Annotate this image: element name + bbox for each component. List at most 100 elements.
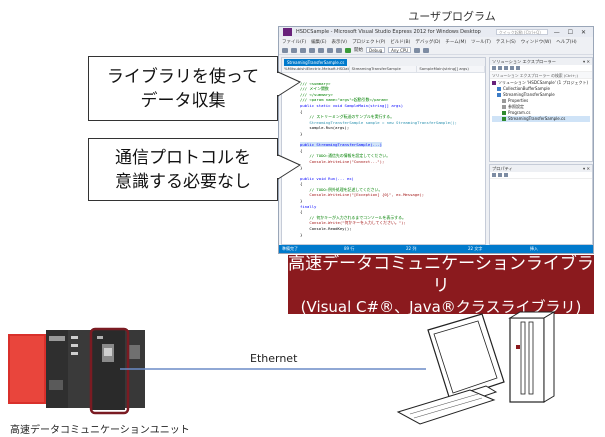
keyboard-keys bbox=[409, 393, 479, 415]
show-all-icon[interactable] bbox=[510, 66, 514, 70]
quick-launch-input[interactable]: クイック起動 (Ctrl+Q) bbox=[495, 29, 548, 35]
code-line: { bbox=[300, 108, 303, 114]
menu-build[interactable]: ビルド(B) bbox=[390, 39, 411, 45]
code-view[interactable]: /// <summary> /// メイン関数 /// </summary> /… bbox=[282, 73, 485, 237]
solution-search-input[interactable]: ソリューション エクスプローラー の検索 (Ctrl+;) bbox=[490, 72, 592, 79]
wrench-icon bbox=[502, 99, 506, 103]
tree-item[interactable]: StreamingTransferSample.cs bbox=[492, 116, 590, 122]
nav-member[interactable]: SampleMain(string[] args) bbox=[417, 66, 486, 72]
code-line: StreamingTransferSample sample = new Str… bbox=[300, 119, 457, 125]
start-button[interactable]: 開始 bbox=[354, 48, 363, 53]
pin-icon[interactable]: ▾ ✕ bbox=[583, 166, 590, 171]
menu-debug[interactable]: デバッグ(D) bbox=[415, 39, 441, 45]
editor-tab[interactable]: StreamingTransferSample.cs bbox=[284, 59, 348, 66]
code-line: finally bbox=[300, 203, 317, 209]
callout-pointer bbox=[277, 71, 302, 97]
back-icon[interactable] bbox=[282, 47, 288, 53]
code-line: { bbox=[300, 209, 303, 215]
callout-collect-data: ライブラリを使って データ収集 bbox=[88, 56, 278, 121]
wrench-icon[interactable] bbox=[504, 173, 508, 177]
tree-item[interactable]: StreamingTransferSample bbox=[492, 92, 590, 98]
tree-item-label: Program.cs bbox=[508, 110, 531, 115]
undo-icon[interactable] bbox=[327, 47, 333, 53]
solution-explorer-title: ソリューション エクスプローラー bbox=[492, 59, 556, 64]
alphabetical-icon[interactable] bbox=[498, 173, 502, 177]
save-icon[interactable] bbox=[309, 47, 315, 53]
platform-select[interactable]: Any CPU bbox=[388, 47, 412, 53]
tree-item-label: StreamingTransferSample bbox=[503, 92, 555, 97]
start-debug-icon[interactable] bbox=[345, 47, 351, 53]
ethernet-label: Ethernet bbox=[250, 352, 298, 365]
properties-icon[interactable] bbox=[516, 66, 520, 70]
menu-view[interactable]: 表示(V) bbox=[331, 39, 348, 45]
callout-line: ライブラリを使って bbox=[106, 66, 260, 87]
code-line: } bbox=[300, 164, 303, 170]
code-line: // TODO:例外処理を記述してください。 bbox=[300, 186, 383, 192]
callout-line: 通信プロトコルを bbox=[115, 147, 251, 168]
pin-icon[interactable]: ▾ ✕ bbox=[583, 59, 590, 64]
library-banner-title: 高速データコミュニケーションライブラリ bbox=[288, 253, 594, 296]
ethernet-port-socket bbox=[104, 348, 112, 356]
csharp-project-icon bbox=[497, 87, 501, 91]
personal-computer-icon bbox=[396, 311, 556, 425]
menu-tools[interactable]: ツール(T) bbox=[471, 39, 491, 45]
solution-explorer-pane: ソリューション エクスプローラー ▾ ✕ ソリューション エクスプローラー の検… bbox=[489, 57, 593, 162]
tree-item[interactable]: Properties bbox=[492, 98, 590, 104]
new-file-icon[interactable] bbox=[300, 47, 306, 53]
callout-line: 意識する必要なし bbox=[115, 171, 251, 192]
menu-project[interactable]: プロジェクト(P) bbox=[352, 39, 386, 45]
pc-drive-bay bbox=[520, 321, 526, 395]
callout-pointer bbox=[277, 154, 302, 180]
nav-namespace[interactable]: %MitsubishiElectric.Melsoft.HSDataComm bbox=[284, 66, 350, 72]
solution-explorer-toolbar bbox=[490, 65, 592, 72]
pc-tower bbox=[509, 317, 545, 403]
code-line: Console.WriteLine("Connect..."); bbox=[300, 158, 385, 164]
solution-tree: ソリューション 'HSDCSample' (1 プロジェクト) Collecti… bbox=[490, 79, 592, 123]
callout-line: データ収集 bbox=[140, 90, 226, 111]
tree-item[interactable]: ソリューション 'HSDCSample' (1 プロジェクト) bbox=[492, 80, 590, 86]
toolbar-misc-icon-2[interactable] bbox=[423, 47, 430, 53]
ide-title-bar: HSDCSample - Microsoft Visual Studio Exp… bbox=[279, 27, 593, 37]
window-controls[interactable]: — ☐ ✕ bbox=[553, 28, 589, 36]
nav-class[interactable]: StreamingTransferSample bbox=[350, 66, 418, 72]
tree-item-label: StreamingTransferSample.cs bbox=[508, 116, 566, 121]
save-all-icon[interactable] bbox=[318, 47, 324, 53]
config-select[interactable]: Debug bbox=[366, 47, 386, 53]
code-line: public StreamingTransferSample(...) bbox=[300, 142, 382, 148]
ide-toolbar: 開始 Debug Any CPU bbox=[279, 46, 593, 55]
tree-item[interactable]: 参照設定 bbox=[492, 104, 590, 110]
menu-team[interactable]: チーム(M) bbox=[445, 39, 467, 45]
ide-window-title: HSDCSample - Microsoft Visual Studio Exp… bbox=[296, 29, 481, 35]
plc-io-leds bbox=[71, 344, 78, 347]
references-icon bbox=[502, 105, 506, 109]
code-line: } bbox=[300, 198, 303, 204]
toolbar-misc-icon[interactable] bbox=[414, 47, 421, 53]
refresh-icon[interactable] bbox=[498, 66, 502, 70]
menu-edit[interactable]: 編集(E) bbox=[311, 39, 327, 45]
status-insert: 挿入 bbox=[530, 246, 538, 251]
code-line: Console.WriteLine("[Exception] {0}", ex.… bbox=[300, 192, 425, 198]
menu-help[interactable]: ヘルプ(H) bbox=[556, 39, 577, 45]
tree-item[interactable]: CollectionBufferSample bbox=[492, 86, 590, 92]
ide-window: HSDCSample - Microsoft Visual Studio Exp… bbox=[278, 26, 594, 254]
tree-item[interactable]: Program.cs bbox=[492, 110, 590, 116]
plc-io-leds bbox=[71, 336, 78, 339]
home-icon[interactable] bbox=[492, 66, 496, 70]
code-line: // ストリーミング転送のサンプルを実行する。 bbox=[300, 114, 395, 120]
editor-navigation-bar: %MitsubishiElectric.Melsoft.HSDataComm S… bbox=[282, 66, 486, 73]
redo-icon[interactable] bbox=[336, 47, 342, 53]
collapse-icon[interactable] bbox=[504, 66, 508, 70]
plc-io-leds bbox=[71, 352, 78, 355]
menu-test[interactable]: テスト(S) bbox=[495, 39, 516, 45]
plc-power-face bbox=[10, 336, 44, 402]
properties-title: プロパティ bbox=[492, 166, 513, 171]
menu-file[interactable]: ファイル(F) bbox=[282, 39, 307, 45]
menu-window[interactable]: ウィンドウ(W) bbox=[520, 39, 552, 45]
code-line: /// </summary> bbox=[300, 91, 333, 97]
forward-icon[interactable] bbox=[291, 47, 297, 53]
tree-item-label: CollectionBufferSample bbox=[503, 86, 550, 91]
hsdc-unit-caption: 高速データコミュニケーションユニット bbox=[10, 425, 190, 436]
solution-explorer-header: ソリューション エクスプローラー ▾ ✕ bbox=[490, 58, 592, 65]
categorized-icon[interactable] bbox=[492, 173, 496, 177]
